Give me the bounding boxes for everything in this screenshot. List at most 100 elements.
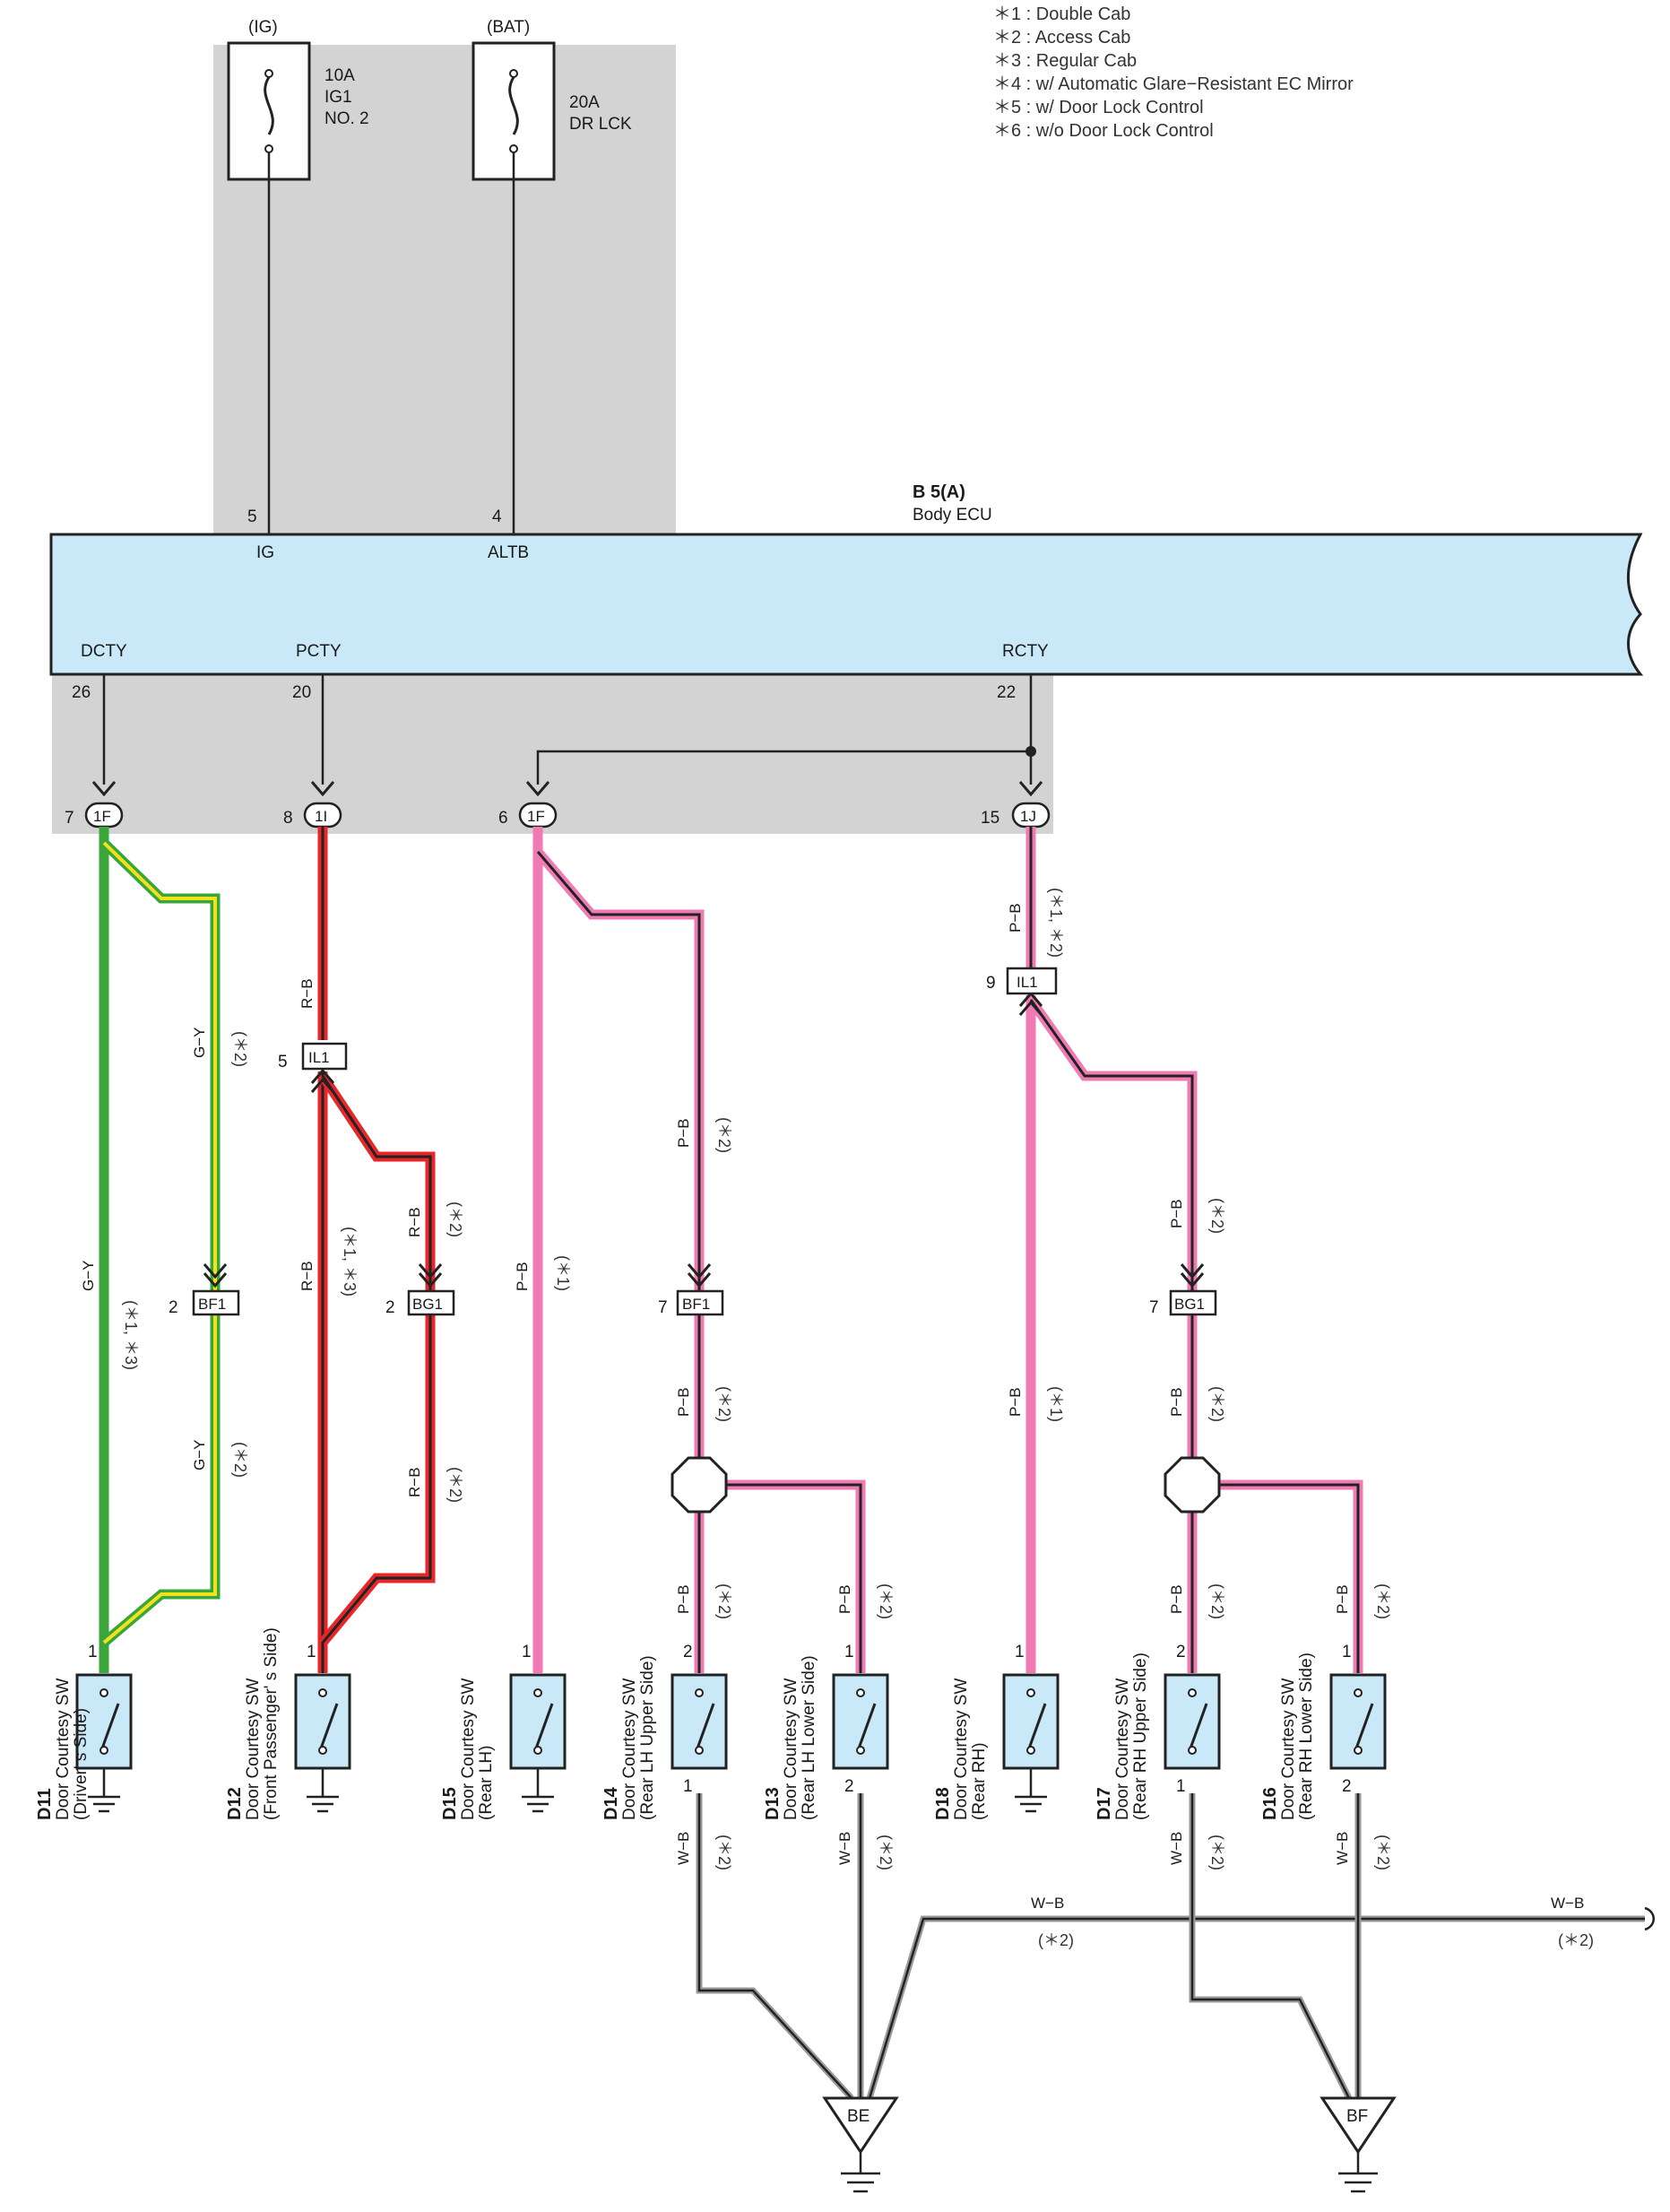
connector-1f-a: 7 1F bbox=[65, 802, 124, 828]
note-5: ＊5 : w/ Door Lock Control bbox=[993, 98, 1204, 117]
svg-text:P−B: P−B bbox=[1334, 1584, 1351, 1614]
svg-text:(＊2): (＊2) bbox=[1558, 1931, 1594, 1949]
svg-text:5: 5 bbox=[278, 1053, 288, 1071]
fuse-ig-amp: 10A bbox=[324, 66, 355, 85]
svg-text:(Rear RH Lower Side): (Rear RH Lower Side) bbox=[1297, 1652, 1316, 1820]
svg-text:1: 1 bbox=[1015, 1643, 1025, 1661]
splice-point-rh bbox=[1164, 1456, 1221, 1514]
svg-text:2: 2 bbox=[1342, 1777, 1352, 1796]
svg-text:(Driver' s Side): (Driver' s Side) bbox=[72, 1708, 91, 1820]
svg-text:7: 7 bbox=[1149, 1298, 1159, 1317]
door-courtesy-switch-d13: 1 2 bbox=[832, 1643, 889, 1796]
svg-text:(＊2): (＊2) bbox=[715, 1835, 733, 1870]
switch-ref-d16: D16 bbox=[1260, 1787, 1280, 1820]
door-courtesy-switch-d11: 1 bbox=[75, 1643, 133, 1797]
switch-ref-d13: D13 bbox=[763, 1787, 783, 1820]
svg-text:(＊2): (＊2) bbox=[1208, 1835, 1226, 1870]
notes-legend: ＊1 : Double Cab ＊2 : Access Cab ＊3 : Reg… bbox=[993, 4, 1354, 141]
door-courtesy-switch-d15: 1 bbox=[509, 1643, 567, 1797]
fuse-dr-lck: (BAT) 20A DR LCK bbox=[472, 18, 632, 181]
svg-text:(＊1): (＊1) bbox=[1047, 1386, 1065, 1422]
svg-text:R−B: R−B bbox=[299, 978, 316, 1009]
ground-point-bf: BF bbox=[1320, 2096, 1397, 2193]
wire-g-y bbox=[99, 827, 221, 1673]
svg-text:BF1: BF1 bbox=[198, 1296, 226, 1313]
svg-text:P−B: P−B bbox=[1007, 1387, 1024, 1417]
svg-text:(＊1, ＊2): (＊1, ＊2) bbox=[1047, 888, 1065, 958]
svg-text:(＊2): (＊2) bbox=[1208, 1198, 1226, 1234]
svg-text:2: 2 bbox=[1176, 1643, 1186, 1661]
ecu-pin-altb-num: 4 bbox=[492, 507, 502, 526]
svg-text:W−B: W−B bbox=[1334, 1832, 1351, 1865]
svg-text:BG1: BG1 bbox=[1174, 1296, 1205, 1313]
wire-r-b bbox=[317, 827, 436, 1673]
fuse-ig-name1: IG1 bbox=[324, 88, 352, 107]
svg-text:2: 2 bbox=[844, 1777, 854, 1796]
ecu-pin-altb-name: ALTB bbox=[488, 543, 529, 562]
svg-text:(＊2): (＊2) bbox=[1208, 1583, 1226, 1619]
svg-text:(＊2): (＊2) bbox=[1208, 1386, 1226, 1422]
note-3: ＊3 : Regular Cab bbox=[993, 51, 1137, 71]
ground-point-be: BE bbox=[822, 2096, 899, 2193]
svg-text:1: 1 bbox=[307, 1643, 316, 1661]
junction-bg1-b: 7 BG1 bbox=[1149, 1289, 1217, 1317]
svg-text:W−B: W−B bbox=[675, 1832, 692, 1865]
switch-ref-d18: D18 bbox=[933, 1787, 953, 1820]
switch-ref-d17: D17 bbox=[1095, 1787, 1114, 1820]
svg-text:(＊2): (＊2) bbox=[877, 1835, 895, 1870]
svg-text:(＊2): (＊2) bbox=[231, 1031, 249, 1067]
svg-text:(Rear RH): (Rear RH) bbox=[970, 1742, 989, 1820]
door-courtesy-switch-d12: 1 bbox=[294, 1643, 351, 1797]
junction-il1-right: 9 IL1 bbox=[986, 967, 1058, 995]
svg-text:Door Courtesy SW: Door Courtesy SW bbox=[244, 1679, 263, 1820]
svg-text:P−B: P−B bbox=[675, 1584, 692, 1614]
svg-text:Door Courtesy SW: Door Courtesy SW bbox=[952, 1679, 971, 1820]
svg-text:1: 1 bbox=[522, 1643, 532, 1661]
junction-bg1-a: 2 BG1 bbox=[385, 1289, 455, 1317]
svg-text:(＊1): (＊1) bbox=[554, 1255, 572, 1291]
junction-bf1-b: 7 BF1 bbox=[658, 1289, 724, 1317]
svg-text:1: 1 bbox=[683, 1777, 693, 1796]
svg-text:(Rear LH Lower Side): (Rear LH Lower Side) bbox=[800, 1655, 818, 1820]
junction-panel-background bbox=[52, 664, 1053, 834]
ecu-pin-ig-num: 5 bbox=[247, 507, 257, 526]
svg-text:(＊2): (＊2) bbox=[715, 1583, 733, 1619]
svg-text:P−B: P−B bbox=[514, 1262, 531, 1291]
svg-text:(Rear RH Upper Side): (Rear RH Upper Side) bbox=[1131, 1652, 1150, 1820]
svg-text:Door Courtesy SW: Door Courtesy SW bbox=[459, 1679, 478, 1820]
svg-text:1: 1 bbox=[844, 1643, 854, 1661]
wire-p-b bbox=[532, 827, 1363, 1673]
svg-text:P−B: P−B bbox=[1168, 1387, 1185, 1417]
svg-text:(＊2): (＊2) bbox=[715, 1117, 733, 1153]
svg-text:(Front Passenger' s Side): (Front Passenger' s Side) bbox=[262, 1627, 281, 1820]
svg-text:7: 7 bbox=[658, 1298, 668, 1317]
fuse-ig-header: (IG) bbox=[248, 18, 278, 37]
door-courtesy-switch-d14: 2 1 bbox=[671, 1643, 728, 1796]
svg-text:(＊2): (＊2) bbox=[1374, 1583, 1392, 1619]
svg-text:(＊2): (＊2) bbox=[446, 1201, 464, 1237]
ecu-pin-pcty-name: PCTY bbox=[296, 642, 342, 661]
switch-ref-d11: D11 bbox=[35, 1788, 55, 1820]
svg-text:(＊1, ＊3): (＊1, ＊3) bbox=[341, 1227, 359, 1297]
svg-text:P−B: P−B bbox=[675, 1118, 692, 1148]
junction-bf1-a: 2 BF1 bbox=[169, 1289, 240, 1317]
svg-text:1F: 1F bbox=[527, 808, 545, 825]
svg-text:BE: BE bbox=[847, 2107, 870, 2126]
ecu-pin-dcty-num: 26 bbox=[72, 683, 91, 702]
ecu-pin-rcty-num: 22 bbox=[997, 683, 1016, 702]
svg-text:P−B: P−B bbox=[836, 1584, 853, 1614]
svg-text:R−B: R−B bbox=[299, 1261, 316, 1291]
svg-text:7: 7 bbox=[65, 809, 74, 828]
svg-text:(＊2): (＊2) bbox=[1374, 1835, 1392, 1870]
switch-ref-d12: D12 bbox=[225, 1787, 245, 1820]
svg-text:1I: 1I bbox=[315, 808, 327, 825]
ecu-name: Body ECU bbox=[913, 506, 992, 525]
svg-text:15: 15 bbox=[981, 809, 999, 828]
svg-text:R−B: R−B bbox=[406, 1467, 423, 1497]
switch-ref-d14: D14 bbox=[601, 1786, 621, 1820]
svg-text:P−B: P−B bbox=[1168, 1584, 1185, 1614]
svg-text:W−B: W−B bbox=[836, 1832, 853, 1865]
ecu-ref: B 5(A) bbox=[913, 482, 965, 502]
svg-text:Door Courtesy SW: Door Courtesy SW bbox=[620, 1679, 639, 1820]
svg-text:2: 2 bbox=[385, 1298, 395, 1317]
